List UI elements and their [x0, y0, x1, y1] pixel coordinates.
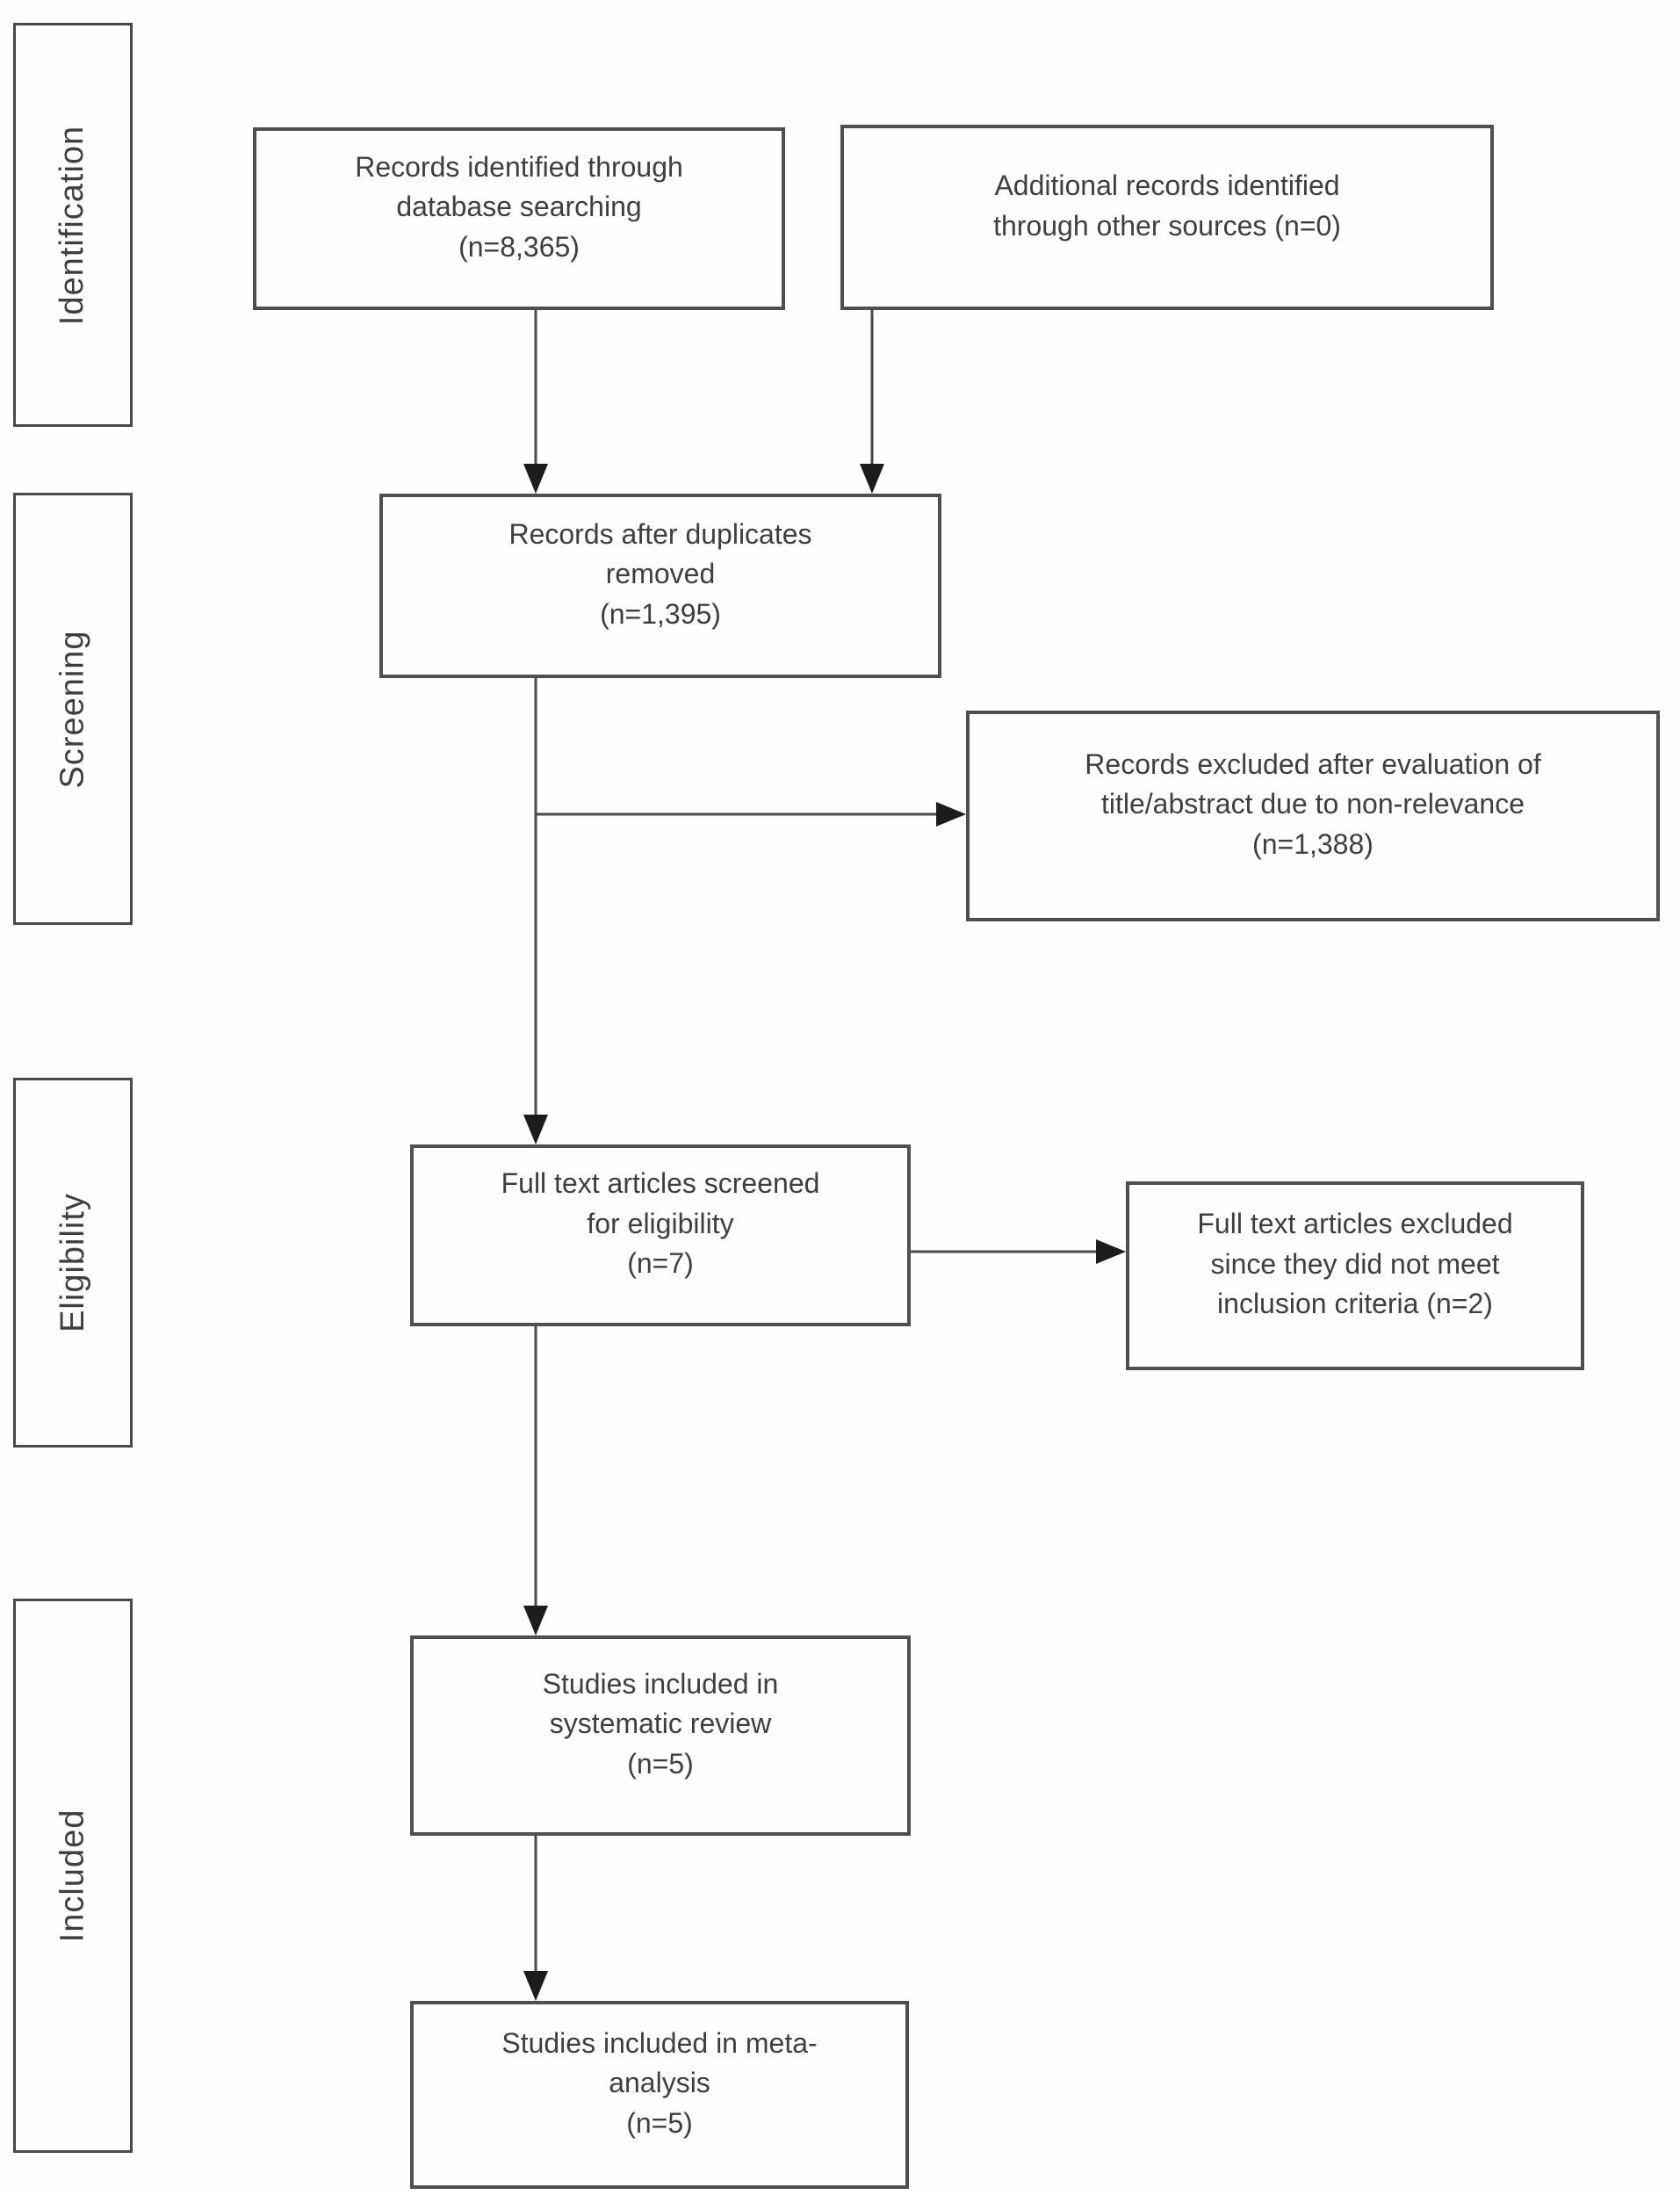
stage-eligibility: Eligibility: [13, 1078, 133, 1448]
arrow-fulltext-screened-to-fulltext-excluded: [911, 1239, 1126, 1264]
stage-screening-label: Screening: [54, 629, 91, 789]
node-included-systematic-review-text: Studies included in systematic review (n…: [542, 1667, 779, 1780]
node-fulltext-screened-text: Full text articles screened for eligibil…: [501, 1167, 820, 1280]
node-records-excluded-text: Records excluded after evaluation of tit…: [1085, 747, 1541, 860]
stage-included-label: Included: [54, 1809, 91, 1943]
stage-included: Included: [13, 1599, 133, 2153]
arrow-fulltext-screened-to-included-systematic-review: [523, 1326, 548, 1635]
arrow-duplicates-removed-to-fulltext-screened: [523, 678, 548, 1144]
node-duplicates-removed-text: Records after duplicates removed (n=1,39…: [508, 517, 812, 630]
node-fulltext-excluded-text: Full text articles excluded since they d…: [1197, 1208, 1513, 1320]
node-records-excluded: Records excluded after evaluation of tit…: [966, 711, 1660, 921]
arrow-included-systematic-review-to-included-meta-analysis: [523, 1836, 548, 2001]
arrow-additional-records-to-duplicates-removed: [860, 310, 884, 494]
node-duplicates-removed: Records after duplicates removed (n=1,39…: [379, 494, 941, 678]
stage-identification: Identification: [13, 23, 133, 427]
stage-screening: Screening: [13, 493, 133, 925]
stage-identification-label: Identification: [54, 125, 91, 325]
node-records-identified-text: Records identified through database sear…: [355, 150, 683, 263]
node-additional-records-text: Additional records identified through ot…: [993, 170, 1341, 242]
node-included-systematic-review: Studies included in systematic review (n…: [410, 1635, 911, 1836]
node-additional-records: Additional records identified through ot…: [840, 125, 1494, 310]
arrow-records-identified-to-duplicates-removed: [523, 310, 548, 494]
node-fulltext-screened: Full text articles screened for eligibil…: [410, 1144, 911, 1326]
node-fulltext-excluded: Full text articles excluded since they d…: [1126, 1181, 1584, 1370]
node-included-meta-analysis: Studies included in meta- analysis (n=5): [410, 2001, 909, 2189]
stage-eligibility-label: Eligibility: [54, 1193, 91, 1332]
node-records-identified: Records identified through database sear…: [253, 127, 785, 310]
arrow-duplicates-removed-to-records-excluded: [536, 802, 966, 827]
node-included-meta-analysis-text: Studies included in meta- analysis (n=5): [501, 2026, 818, 2139]
